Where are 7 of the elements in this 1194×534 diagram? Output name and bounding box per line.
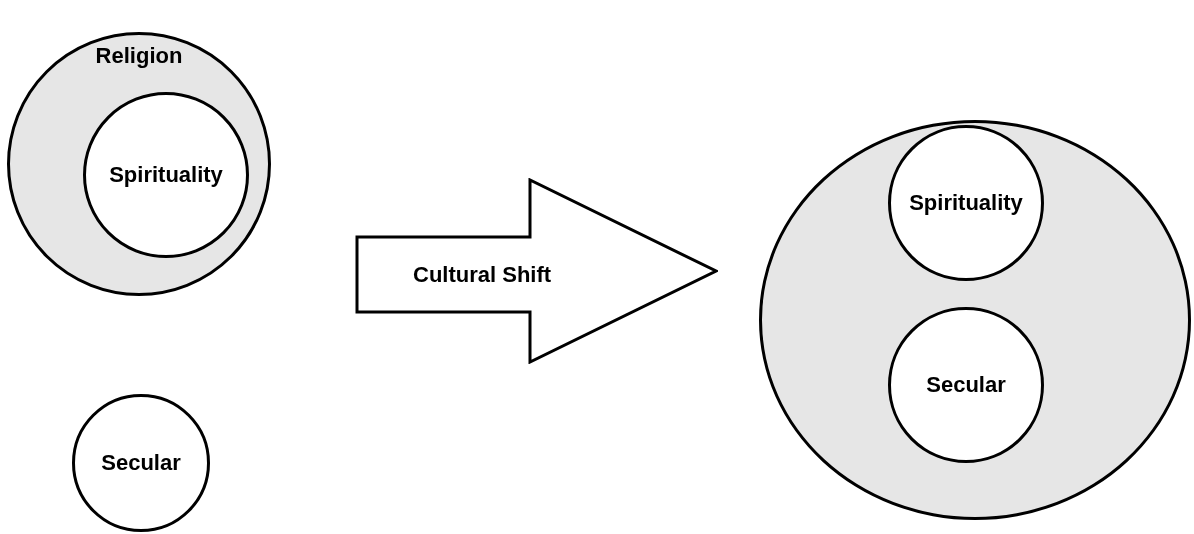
block-arrow xyxy=(355,178,718,364)
arrow-label: Cultural Shift xyxy=(413,261,552,288)
circle-label: Spirituality xyxy=(909,190,1023,216)
circle-label: Secular xyxy=(926,372,1006,398)
circle-label: Religion xyxy=(95,42,183,69)
circle-label: Secular xyxy=(101,450,181,476)
circle-label: Spirituality xyxy=(109,162,223,188)
